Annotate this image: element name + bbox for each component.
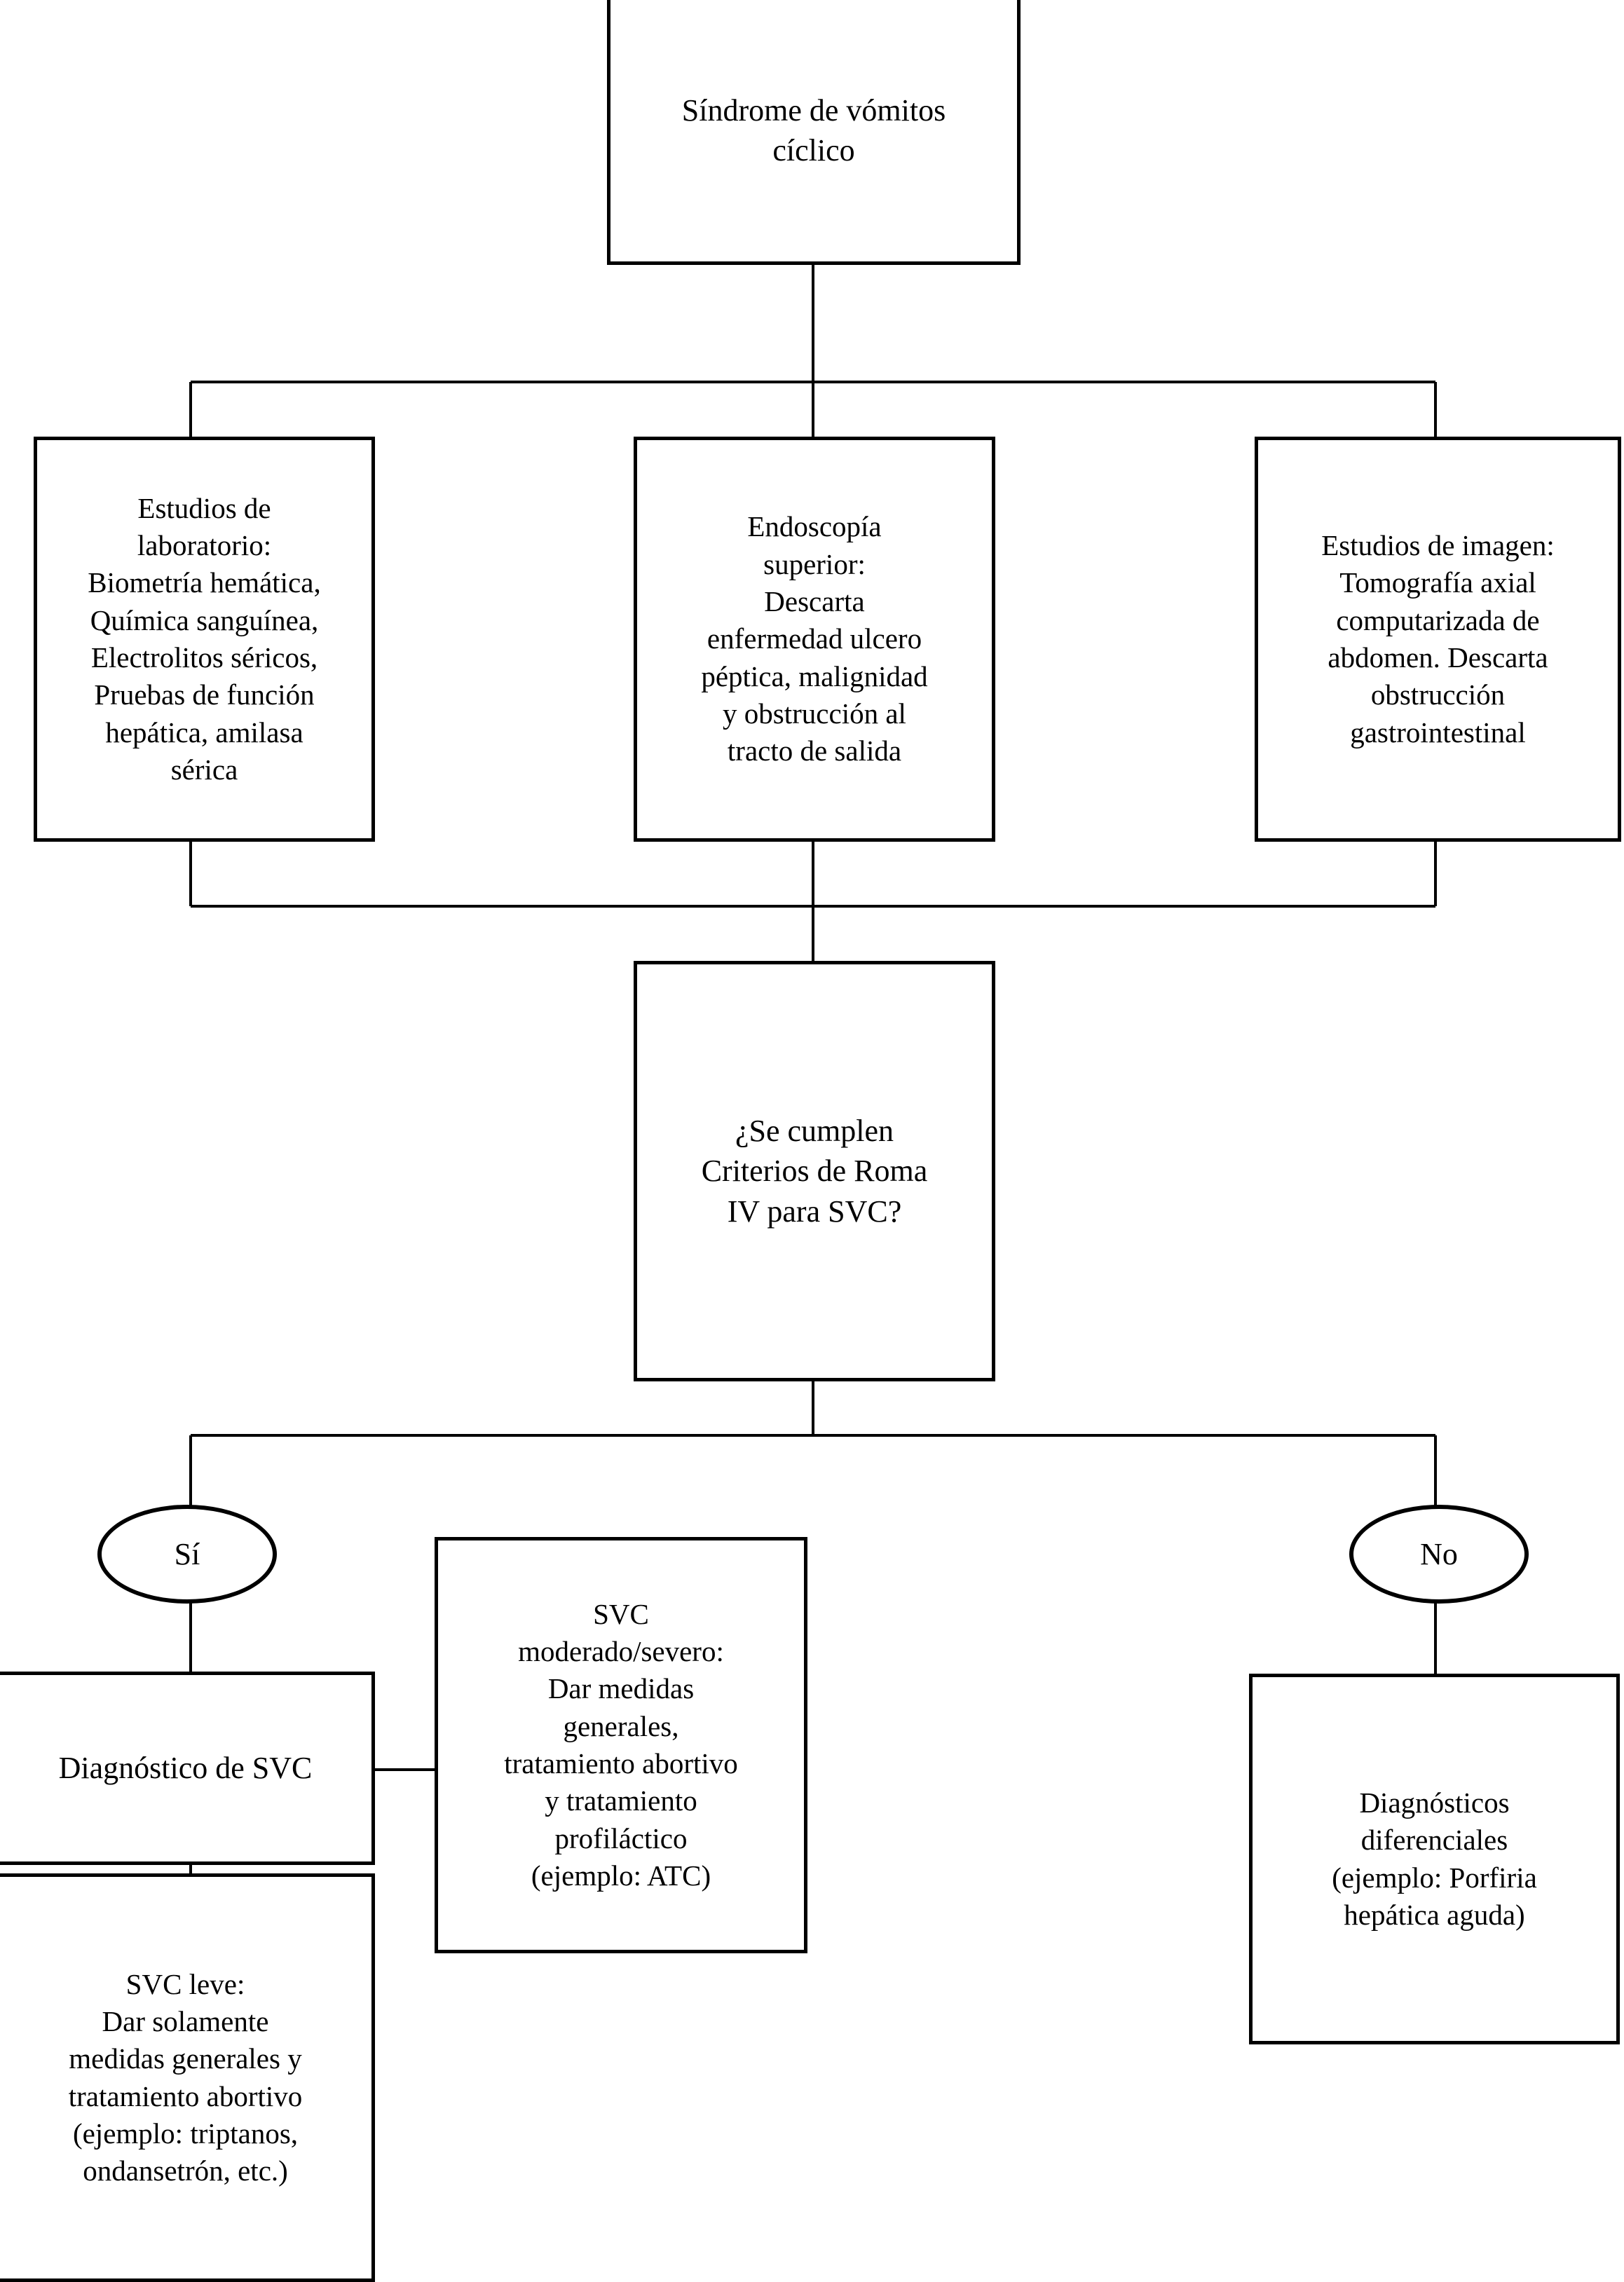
node-endoscopy-label: Endoscopía superior: Descarta enfermedad… (701, 510, 928, 767)
node-yes-branch[interactable]: Sí (97, 1505, 277, 1604)
node-mild-treatment[interactable]: SVC leve: Dar solamente medidas generale… (0, 1873, 375, 2282)
node-lab-studies-label: Estudios de laboratorio: Biometría hemát… (88, 491, 321, 786)
node-imaging-label: Estudios de imagen: Tomografía axial com… (1321, 529, 1555, 749)
node-imaging[interactable]: Estudios de imagen: Tomografía axial com… (1255, 437, 1621, 842)
node-yes-label: Sí (174, 1536, 200, 1571)
node-diagnosis-svc-label: Diagnóstico de SVC (58, 1751, 313, 1786)
node-no-label: No (1420, 1536, 1458, 1571)
node-endoscopy[interactable]: Endoscopía superior: Descarta enfermedad… (634, 437, 995, 842)
node-differential-diagnosis[interactable]: Diagnósticos diferenciales (ejemplo: Por… (1249, 1674, 1620, 2044)
node-decision-label: ¿Se cumplen Criterios de Roma IV para SV… (701, 1114, 928, 1229)
node-root-label: Síndrome de vómitos cíclico (681, 93, 946, 168)
node-no-branch[interactable]: No (1349, 1505, 1529, 1604)
node-decision-rome-criteria[interactable]: ¿Se cumplen Criterios de Roma IV para SV… (634, 961, 995, 1381)
node-lab-studies[interactable]: Estudios de laboratorio: Biometría hemát… (34, 437, 375, 842)
node-diagnosis-svc[interactable]: Diagnóstico de SVC (0, 1672, 375, 1865)
node-moderate-severe-treatment[interactable]: SVC moderado/severo: Dar medidas general… (435, 1537, 807, 1953)
node-moderate-severe-treatment-label: SVC moderado/severo: Dar medidas general… (504, 1597, 738, 1892)
node-root-syndrome[interactable]: Síndrome de vómitos cíclico (607, 0, 1021, 265)
node-mild-treatment-label: SVC leve: Dar solamente medidas generale… (68, 1967, 303, 2187)
node-differential-diagnosis-label: Diagnósticos diferenciales (ejemplo: Por… (1332, 1786, 1537, 1931)
